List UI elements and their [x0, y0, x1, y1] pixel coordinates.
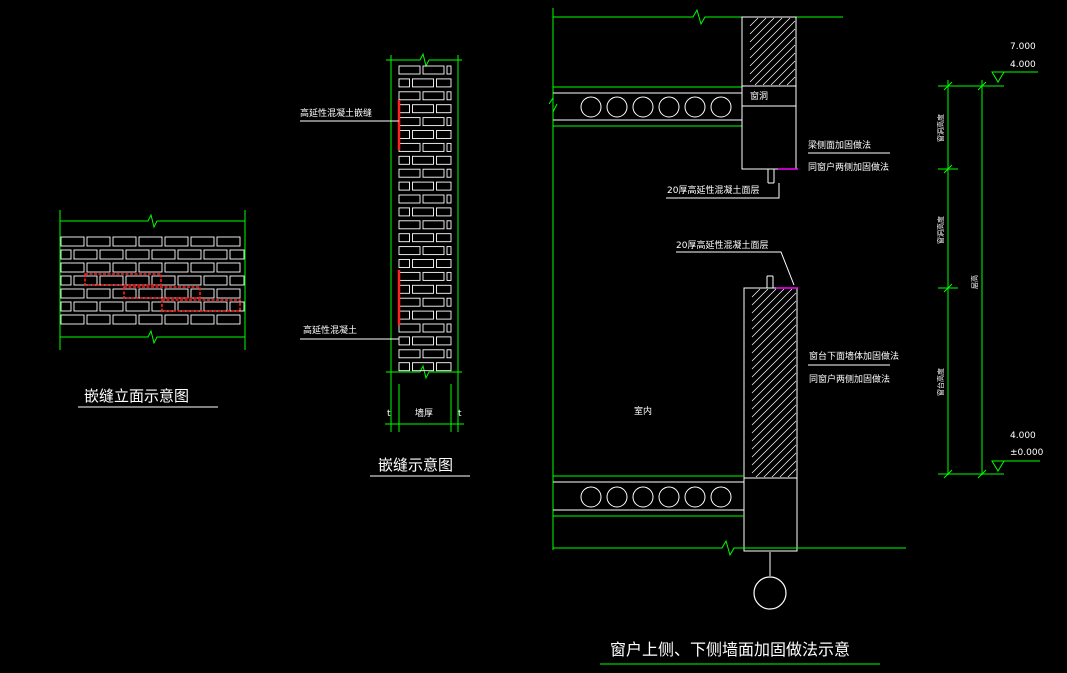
level-bottom-1: 4.000 — [1010, 431, 1036, 441]
axis-bubble — [753, 576, 787, 610]
t-left-label: t — [387, 409, 391, 419]
t-right-label: t — [458, 409, 462, 419]
level-top-2: 4.000 — [1010, 60, 1036, 70]
upper-slab — [548, 86, 742, 127]
joint-highlight — [84, 273, 241, 312]
upper-wall — [741, 16, 798, 184]
wall-thickness-label: 墙厚 — [415, 407, 433, 419]
lower-wall — [743, 275, 798, 552]
window-title: 窗户上侧、下侧墙面加固做法示意 — [610, 640, 850, 659]
section-brick-pattern — [398, 65, 452, 372]
level-bottom-2: ±0.000 — [1010, 448, 1044, 458]
dim-lower: 窗台高度 — [936, 368, 945, 396]
level-marker-bottom — [990, 460, 1040, 475]
beam-side-label-2: 同窗户两侧加固做法 — [808, 161, 889, 173]
elevation-title: 嵌缝立面示意图 — [84, 387, 189, 405]
section-title: 嵌缝示意图 — [378, 456, 453, 474]
hp-joint-label: 高延性混凝土嵌缝 — [300, 107, 372, 119]
indoor-label: 室内 — [634, 405, 652, 417]
sill-label-1: 窗台下面墙体加固做法 — [809, 350, 899, 362]
level-top-1: 7.000 — [1010, 42, 1036, 52]
dim-middle: 窗洞高度 — [936, 216, 945, 244]
height-dimensions — [938, 80, 990, 479]
section-figure: 高延性混凝土嵌缝 高延性混凝土 t 墙厚 t 嵌缝示意图 — [300, 52, 470, 477]
sill-label-2: 同窗户两侧加固做法 — [809, 373, 890, 385]
surface-top-label: 20厚高延性混凝土面层 — [667, 184, 759, 196]
section-dimension — [385, 384, 464, 432]
window-opening-label: 窗洞 — [750, 90, 768, 102]
beam-side-label-1: 梁侧面加固做法 — [808, 139, 871, 151]
elevation-figure: 嵌缝立面示意图 — [59, 210, 246, 408]
elevation-brick-pattern — [60, 236, 245, 325]
dim-upper: 窗洞高度 — [936, 114, 945, 142]
surface-bottom-label: 20厚高延性混凝土面层 — [676, 239, 768, 251]
level-marker-top — [990, 71, 1038, 87]
dim-total: 层高 — [970, 275, 979, 289]
hp-concrete-label: 高延性混凝土 — [303, 324, 357, 336]
window-figure: 窗洞 梁侧面加固做法 同窗户两侧加固做法 窗台下面墙体加固做法 — [548, 8, 1044, 665]
lower-slab — [553, 475, 744, 517]
